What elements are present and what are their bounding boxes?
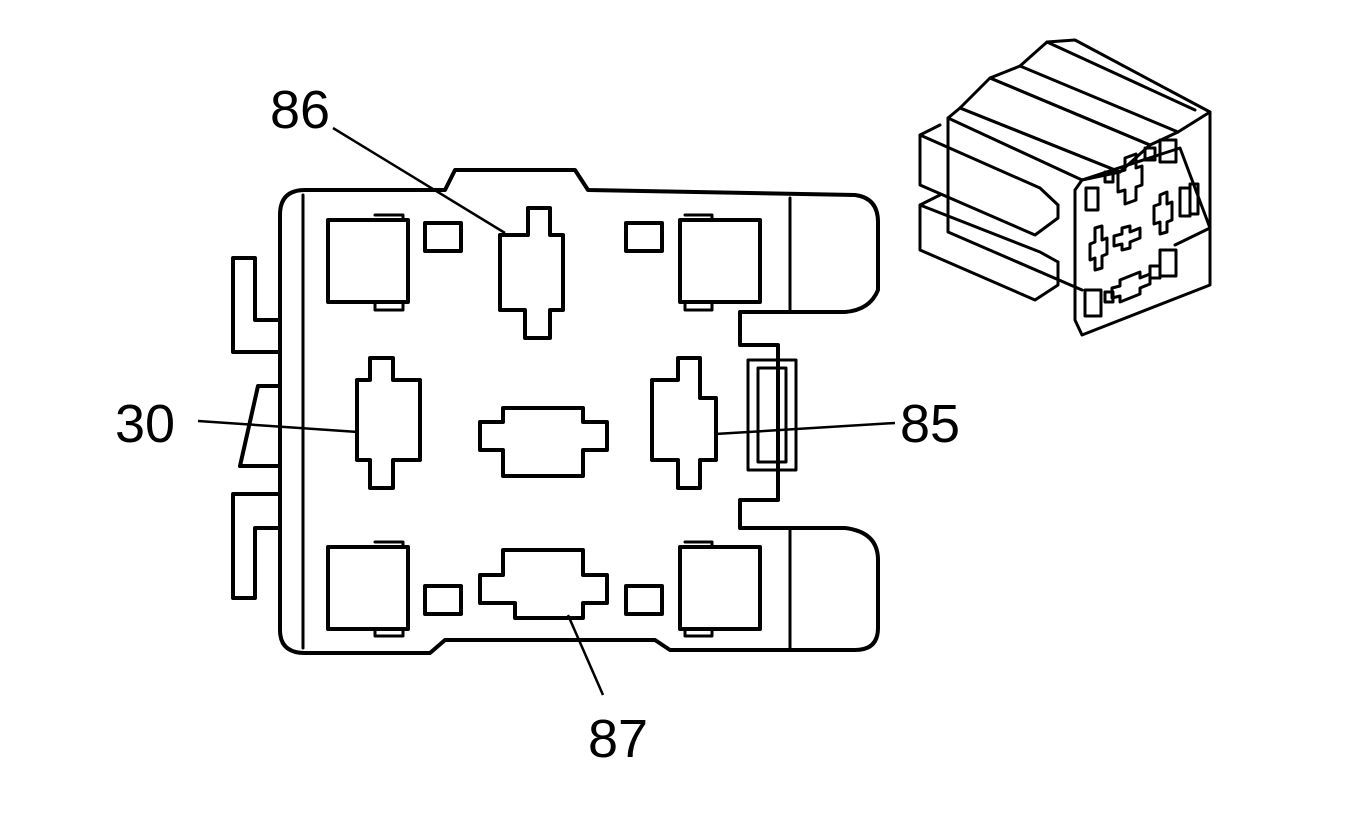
pin-label-87: 87	[588, 709, 648, 769]
connector-body-outline	[278, 168, 880, 655]
small-cavity-bottom-left	[423, 584, 463, 616]
leader-85	[714, 421, 896, 436]
terminal-30-cavity	[355, 356, 422, 490]
connector-isometric-view	[918, 38, 1212, 337]
center-cavity	[478, 406, 609, 478]
pin-label-86: 86	[270, 80, 330, 140]
small-cavity-bottom-right	[624, 584, 664, 616]
terminal-87-cavity	[478, 548, 609, 620]
small-cavity-top-right	[624, 221, 664, 253]
pin-label-85: 85	[900, 394, 960, 454]
iso-front-face	[1073, 146, 1212, 337]
left-latch-lower	[231, 492, 282, 600]
cavity-top-left	[326, 213, 410, 312]
cavity-bottom-right	[678, 540, 762, 638]
cavity-top-right	[678, 213, 762, 312]
cavity-bottom-left	[326, 540, 410, 638]
leader-86	[332, 126, 506, 235]
right-side-slot	[746, 358, 798, 472]
terminal-85-cavity	[650, 356, 718, 490]
pin-label-30: 30	[115, 394, 175, 454]
left-latch-upper	[231, 256, 282, 354]
left-latch-middle	[238, 384, 282, 468]
right-side-slot-inner	[756, 366, 788, 464]
connector-face	[231, 168, 880, 655]
small-cavity-top-left	[423, 221, 463, 253]
leader-87	[566, 614, 605, 696]
terminal-86-cavity	[498, 206, 565, 340]
leader-30	[197, 419, 359, 434]
